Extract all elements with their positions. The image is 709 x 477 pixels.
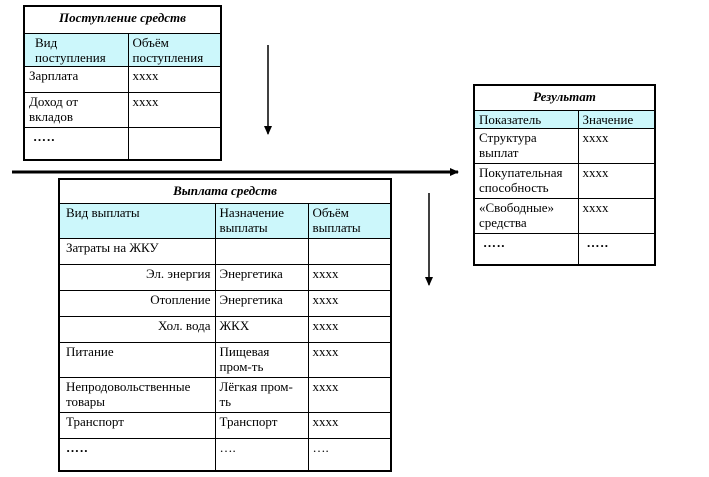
table-cell: xxxx [127, 91, 222, 128]
result-col-indicator-header: Показатель [473, 109, 579, 129]
table-cell: Пищевая пром-ть [214, 341, 309, 378]
table-cell: xxxx [307, 289, 392, 317]
income-title: Поступление средств [23, 5, 222, 34]
table-cell: «Свободные» средства [473, 197, 579, 234]
result-table: Результат Показатель Значение Структура … [473, 84, 656, 266]
table-cell: xxxx [307, 263, 392, 291]
table-cell: xxxx [307, 341, 392, 378]
table-cell [214, 237, 309, 265]
table-cell: Энергетика [214, 263, 309, 291]
table-cell: Доход от вкладов [23, 91, 129, 128]
income-table: Поступление средств Вид поступления Объё… [23, 5, 222, 161]
table-cell: Структура выплат [473, 127, 579, 164]
income-col-volume-header: Объём поступления [127, 32, 222, 67]
table-cell [307, 237, 392, 265]
table-cell: xxxx [127, 65, 222, 93]
table-cell: xxxx [577, 162, 656, 199]
table-cell: Питание [58, 341, 216, 378]
table-cell: …. [307, 437, 392, 472]
payout-col-purpose-header: Назначение выплаты [214, 202, 309, 239]
payout-table: Выплата средств Вид выплаты Назначение в… [58, 178, 392, 472]
table-cell: ….. [577, 232, 656, 266]
table-cell: xxxx [307, 376, 392, 413]
income-col-type-header: Вид поступления [23, 32, 129, 67]
table-cell: Хол. вода [58, 315, 216, 343]
table-cell: Лёгкая пром-ть [214, 376, 309, 413]
table-cell: xxxx [577, 197, 656, 234]
table-cell: xxxx [577, 127, 656, 164]
table-cell: Непродовольственные товары [58, 376, 216, 413]
payout-col-type-header: Вид выплаты [58, 202, 216, 239]
table-cell [127, 126, 222, 161]
table-cell: ЖКХ [214, 315, 309, 343]
table-cell: ….. [473, 232, 579, 266]
table-cell: xxxx [307, 411, 392, 439]
result-title: Результат [473, 84, 656, 111]
table-cell: Энергетика [214, 289, 309, 317]
payout-col-volume-header: Объём выплаты [307, 202, 392, 239]
table-cell: Зарплата [23, 65, 129, 93]
table-cell: Отопление [58, 289, 216, 317]
payout-title: Выплата средств [58, 178, 392, 204]
table-cell: Эл. энергия [58, 263, 216, 291]
table-cell: Транспорт [58, 411, 216, 439]
table-cell: Затраты на ЖКУ [58, 237, 216, 265]
table-cell: Транспорт [214, 411, 309, 439]
table-cell: xxxx [307, 315, 392, 343]
result-col-value-header: Значение [577, 109, 656, 129]
table-cell: ….. [23, 126, 129, 161]
table-cell: Покупательная способность [473, 162, 579, 199]
table-cell: …. [214, 437, 309, 472]
table-cell: ….. [58, 437, 216, 472]
